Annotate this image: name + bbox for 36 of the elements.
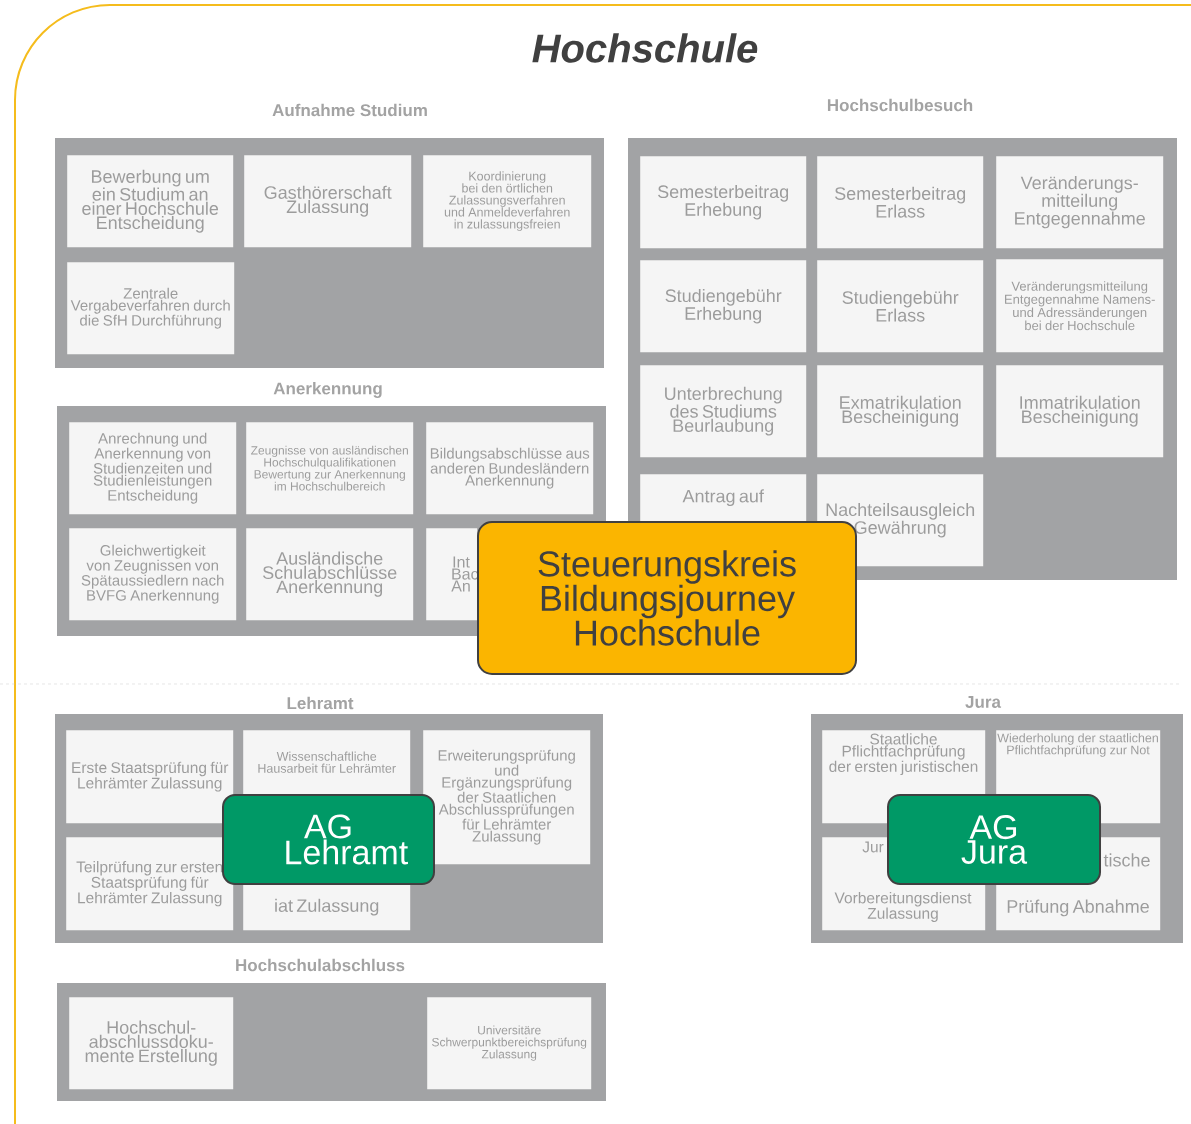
panel-heading: Hochschulabschluss bbox=[236, 958, 405, 972]
task-box: Anrechnung und Anerkennung von Studienzeiten und Studienleistungen Entscheidung bbox=[69, 422, 237, 515]
task-box: Wissenschaftliche Hausarbeit für Lehrämter bbox=[243, 730, 411, 795]
task-box: Studiengebühr Erlass bbox=[817, 260, 984, 353]
task-box: Semesterbeitrag Erlass bbox=[817, 156, 984, 249]
panel-heading: Hochschulbesuch bbox=[827, 98, 973, 112]
panel-heading: Lehramt bbox=[287, 696, 354, 710]
task-box: Bewerbung um ein Studium an einer Hochschule Entscheidung bbox=[67, 155, 234, 248]
working-group-box: AG Jura bbox=[887, 794, 1101, 885]
task-box: Erste Staatsprüfung für Lehrämter Zulassung bbox=[66, 730, 234, 824]
title: Hochschule bbox=[532, 33, 758, 63]
task-box: Bildungsabschlüsse aus anderen Bundesländern Anerkennung bbox=[426, 422, 594, 515]
task-box: Zeugnisse von ausländischen Hochschulqualifikationen Bewertung zur Anerkennung im Hochschulbereich bbox=[246, 422, 414, 515]
task-box: Immatrikulation Bescheinigung bbox=[996, 365, 1164, 458]
task-box: Universitäre Schwerpunktbereichsprüfung Zulassung bbox=[427, 997, 592, 1090]
task-box: Semesterbeitrag Erhebung bbox=[640, 156, 807, 249]
panel-heading: Jura bbox=[965, 696, 1002, 708]
working-group-box: AG Lehramt bbox=[222, 794, 435, 885]
task-box: iat Zulassung bbox=[243, 884, 411, 931]
task-box: Hochschul- abschlussdoku- mente Erstellung bbox=[69, 997, 234, 1090]
task-box: Zentrale Vergabeverfahren durch die SfH Durchführung bbox=[67, 262, 235, 355]
panel-heading: Aufnahme Studium bbox=[272, 103, 427, 117]
task-box: Veränderungs- mitteilung Entgegennahme bbox=[996, 156, 1164, 249]
task-box: Koordinierung bei den örtlichen Zulassungsverfahren und Anmeldeverfahren in zulassungsfreien bbox=[423, 155, 592, 248]
task-box: Studiengebühr Erhebung bbox=[640, 260, 807, 353]
task-box: Unterbrechung des Studiums Beurlaubung bbox=[640, 365, 807, 458]
task-box: Erweiterungsprüfung und Ergänzungsprüfung der Staatlichen Abschlussprüfungen für Lehrämter Zulassung bbox=[423, 730, 591, 865]
task-box: Gasthörerschaft Zulassung bbox=[244, 155, 412, 248]
task-box: Ausländische Schulabschlüsse Anerkennung bbox=[246, 528, 414, 621]
task-box: Antrag auf bbox=[640, 474, 807, 522]
panel-heading: Anerkennung bbox=[273, 382, 382, 398]
task-box: Teilprüfung zur ersten Staatsprüfung für Lehrämter Zulassung bbox=[66, 837, 234, 931]
task-box: Exmatrikulation Bescheinigung bbox=[817, 365, 984, 458]
task-box: Int Bac An bbox=[426, 528, 479, 621]
task-box: Gleichwertigkeit von Zeugnissen von Spätaussiedlern nach BVFG Anerkennung bbox=[69, 528, 237, 621]
task-box: Veränderungsmitteilung Entgegennahme Namens- und Adressänderungen bei der Hochschule bbox=[996, 259, 1164, 353]
